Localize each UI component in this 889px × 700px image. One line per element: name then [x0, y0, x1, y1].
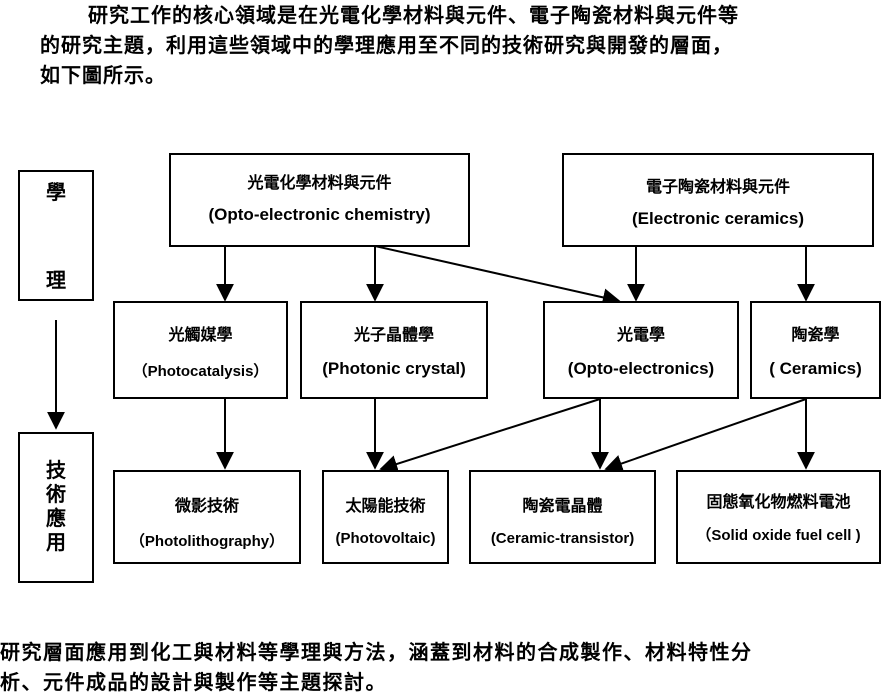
node-label-en: （Photolithography） — [129, 533, 285, 550]
theory-char-2: 理 — [46, 268, 66, 292]
node-label-en: (Ceramic-transistor) — [490, 530, 635, 547]
node-opto-electronic-chemistry: 光電化學材料與元件 (Opto-electronic chemistry) — [169, 153, 470, 247]
application-char-2: 術 — [46, 482, 66, 506]
application-char-1: 技 — [46, 458, 66, 482]
arrow-ceramics-transistor — [604, 398, 807, 473]
node-ceramics: 陶瓷學 ( Ceramics) — [750, 301, 881, 399]
node-label-zh: 固態氧化物燃料電池 — [706, 492, 851, 511]
arrow-optochem-optoelectronics — [374, 245, 621, 307]
node-solid-oxide-fuel-cell: 固態氧化物燃料電池 （Solid oxide fuel cell ) — [676, 470, 881, 564]
node-opto-electronics: 光電學 (Opto-electronics) — [543, 301, 739, 399]
node-label-en: (Opto-electronics) — [567, 359, 715, 378]
outro-line-2: 析、元件成品的設計與製作等主題探討。 — [0, 670, 387, 694]
intro-line-2: 的研究主題，利用這些領域中的學理應用至不同的技術研究與開發的層面， — [40, 33, 733, 57]
node-photolithography: 微影技術 （Photolithography） — [113, 470, 301, 564]
node-label-en: ( Ceramics) — [769, 359, 862, 378]
node-label-zh: 光電學 — [616, 325, 665, 344]
node-label-en: （Photocatalysis） — [132, 363, 269, 380]
theory-label-box: 學 理 — [18, 170, 94, 301]
node-label-zh: 光子晶體學 — [353, 325, 434, 344]
node-label-en: (Opto-electronic chemistry) — [208, 205, 431, 224]
node-label-en: (Electronic ceramics) — [632, 209, 804, 228]
node-label-en: (Photovoltaic) — [335, 530, 436, 547]
intro-line-1: 研究工作的核心領域是在光電化學材料與元件、電子陶瓷材料與元件等 — [88, 3, 739, 27]
node-electronic-ceramics: 電子陶瓷材料與元件 (Electronic ceramics) — [562, 153, 874, 247]
node-label-zh: 微影技術 — [174, 496, 239, 515]
arrow-optoelectronics-photovoltaic — [379, 398, 601, 473]
application-char-3: 應 — [46, 506, 66, 530]
node-label-en: （Solid oxide fuel cell ) — [696, 527, 861, 544]
intro-paragraph: 研究工作的核心領域是在光電化學材料與元件、電子陶瓷材料與元件等 的研究主題，利用… — [40, 0, 739, 90]
node-label-zh: 太陽能技術 — [345, 496, 426, 515]
node-label-zh: 光觸媒學 — [168, 325, 233, 344]
node-label-zh: 陶瓷學 — [791, 325, 840, 344]
node-label-en: (Photonic crystal) — [322, 359, 466, 378]
node-label-zh: 電子陶瓷材料與元件 — [645, 177, 790, 196]
node-label-zh: 陶瓷電晶體 — [522, 496, 603, 515]
application-char-4: 用 — [46, 530, 66, 554]
application-label-box: 技 術 應 用 — [18, 432, 94, 583]
node-photocatalysis: 光觸媒學 （Photocatalysis） — [113, 301, 288, 399]
outro-line-1: 研究層面應用到化工與材料等學理與方法，涵蓋到材料的合成製作、材料特性分 — [0, 640, 753, 664]
node-photovoltaic: 太陽能技術 (Photovoltaic) — [322, 470, 449, 564]
node-label-zh: 光電化學材料與元件 — [247, 173, 392, 192]
theory-char-1: 學 — [46, 180, 66, 204]
intro-line-3: 如下圖所示。 — [40, 63, 166, 87]
outro-paragraph: 研究層面應用到化工與材料等學理與方法，涵蓋到材料的合成製作、材料特性分 析、元件… — [0, 637, 753, 697]
node-ceramic-transistor: 陶瓷電晶體 (Ceramic-transistor) — [469, 470, 656, 564]
node-photonic-crystal: 光子晶體學 (Photonic crystal) — [300, 301, 488, 399]
